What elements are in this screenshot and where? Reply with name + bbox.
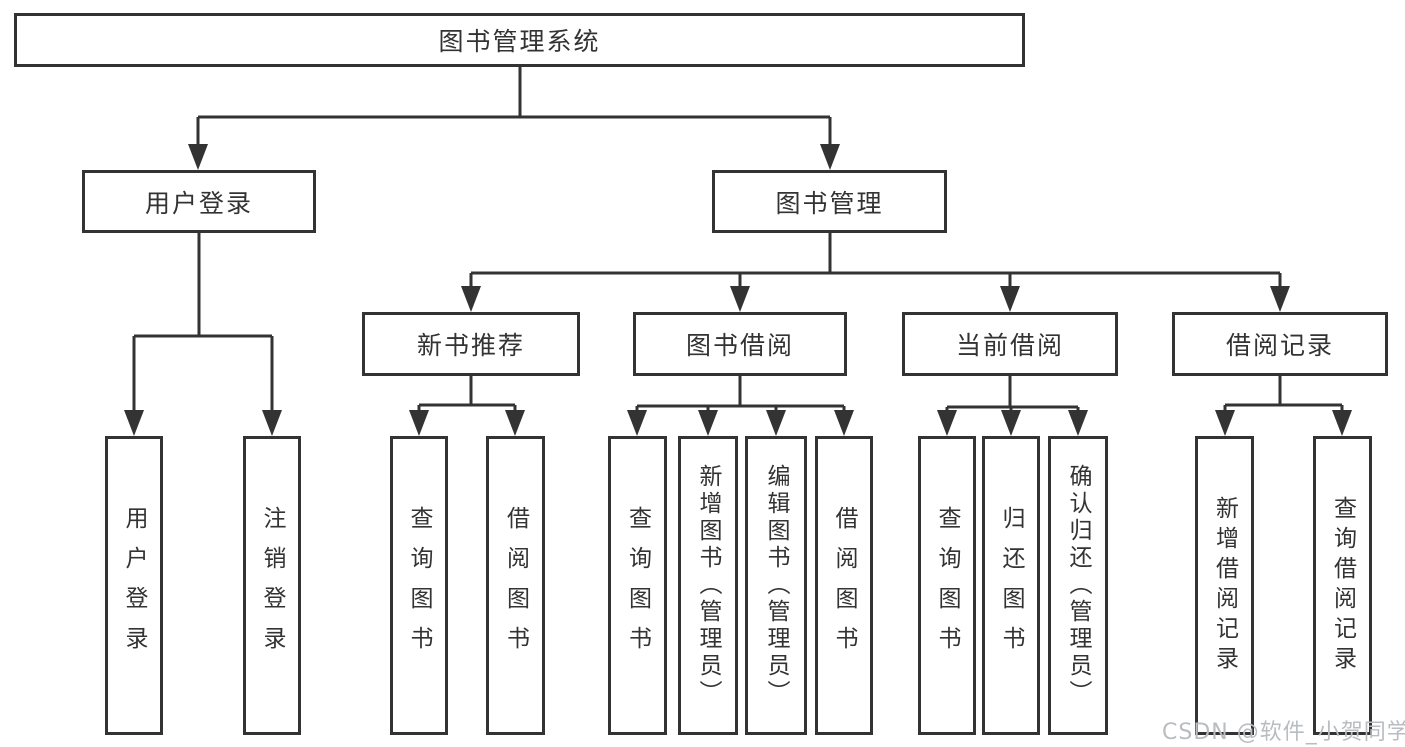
leaf-edit-book-admin: 编辑图书（管理员） [745,436,807,735]
arrowhead [1270,286,1290,312]
arrowhead [1068,410,1088,436]
node-book-management-label: 图书管理 [775,188,884,218]
arrowhead [698,410,718,436]
leaf-query-books-current-label: 查询图书 [934,505,960,666]
arrowhead [124,410,144,436]
node-current-borrow: 当前借阅 [902,312,1118,376]
node-book-management: 图书管理 [712,170,947,233]
leaf-return-books: 归还图书 [982,436,1040,735]
arrowhead [1000,286,1020,312]
connector-current-borrow-branch [945,376,1080,416]
arrowhead [937,410,957,436]
connector-borrow-records-branch [1223,376,1344,416]
leaf-add-book-admin: 新增图书（管理员） [678,436,738,735]
node-root: 图书管理系统 [14,13,1025,67]
arrowhead [505,410,525,436]
node-user-login: 用户登录 [82,170,316,233]
arrowhead [262,410,282,436]
leaf-confirm-return-admin: 确认归还（管理员） [1048,436,1108,735]
node-root-label: 图书管理系统 [438,27,601,56]
arrowhead [820,144,840,170]
node-new-book-recommend: 新书推荐 [362,312,580,376]
leaf-query-books-borrow: 查询图书 [608,436,667,735]
leaf-borrow-books-recommend-label: 借阅图书 [502,505,529,666]
leaf-query-books-recommend-label: 查询图书 [406,505,432,666]
node-user-login-label: 用户登录 [144,188,253,218]
leaf-add-borrow-record-label: 新增借阅记录 [1211,495,1238,676]
connector-root-to-level2 [196,67,832,150]
leaf-user-login: 用户登录 [105,436,163,735]
connector-book-borrow-branch [635,376,846,416]
node-book-borrow: 图书借阅 [633,312,847,376]
node-new-book-recommend-label: 新书推荐 [416,331,525,360]
arrowhead [461,286,481,312]
leaf-query-borrow-record: 查询借阅记录 [1313,436,1372,735]
arrowhead [1215,410,1235,436]
leaf-borrow-books-recommend: 借阅图书 [486,436,545,735]
leaf-add-book-admin-label: 新增图书（管理员） [695,464,721,707]
arrowhead [409,410,429,436]
leaf-edit-book-admin-label: 编辑图书（管理员） [763,464,789,707]
arrowhead [188,144,208,170]
arrowhead [1332,410,1352,436]
leaf-logout-label: 注销登录 [259,505,285,666]
leaf-borrow-books-borrow-label: 借阅图书 [831,505,857,666]
node-book-borrow-label: 图书借阅 [685,331,794,360]
leaf-confirm-return-admin-label: 确认归还（管理员） [1065,464,1091,707]
arrowhead [1001,410,1021,436]
leaf-logout: 注销登录 [243,436,301,735]
leaf-query-books-recommend: 查询图书 [390,436,448,735]
node-borrow-records: 借阅记录 [1172,312,1388,376]
node-current-borrow-label: 当前借阅 [955,331,1064,360]
connector-new-book-branch [417,376,517,416]
leaf-borrow-books-borrow: 借阅图书 [815,436,873,735]
csdn-watermark: CSDN @软件_小贺同学 [1162,720,1405,745]
node-borrow-records-label: 借阅记录 [1225,331,1334,360]
leaf-return-books-label: 归还图书 [998,505,1024,666]
arrowhead [627,410,647,436]
leaf-query-borrow-record-label: 查询借阅记录 [1329,495,1356,676]
connector-book-management-branch [469,233,1282,292]
connector-user-login-branch [132,233,274,416]
arrowhead [730,286,750,312]
leaf-query-books-borrow-label: 查询图书 [624,505,651,666]
arrowhead [766,410,786,436]
leaf-add-borrow-record: 新增借阅记录 [1195,436,1254,735]
arrowhead [834,410,854,436]
leaf-query-books-current: 查询图书 [918,436,976,735]
leaf-user-login-label: 用户登录 [121,505,147,666]
